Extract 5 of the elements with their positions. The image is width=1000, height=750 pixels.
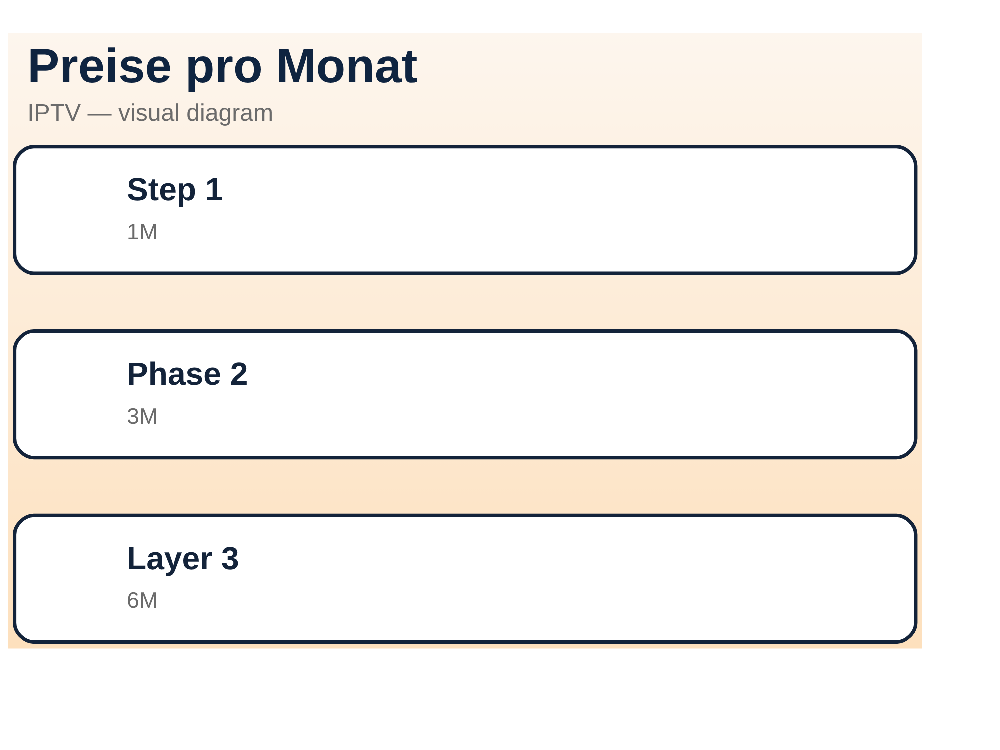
node-box: Layer 3 6M [13, 513, 918, 644]
diagram-title: Preise pro Monat [28, 39, 418, 94]
node-box: Phase 2 3M [13, 328, 918, 460]
node-box: Step 1 1M [13, 144, 918, 275]
caption: IPTV — visual diagram [28, 100, 274, 127]
